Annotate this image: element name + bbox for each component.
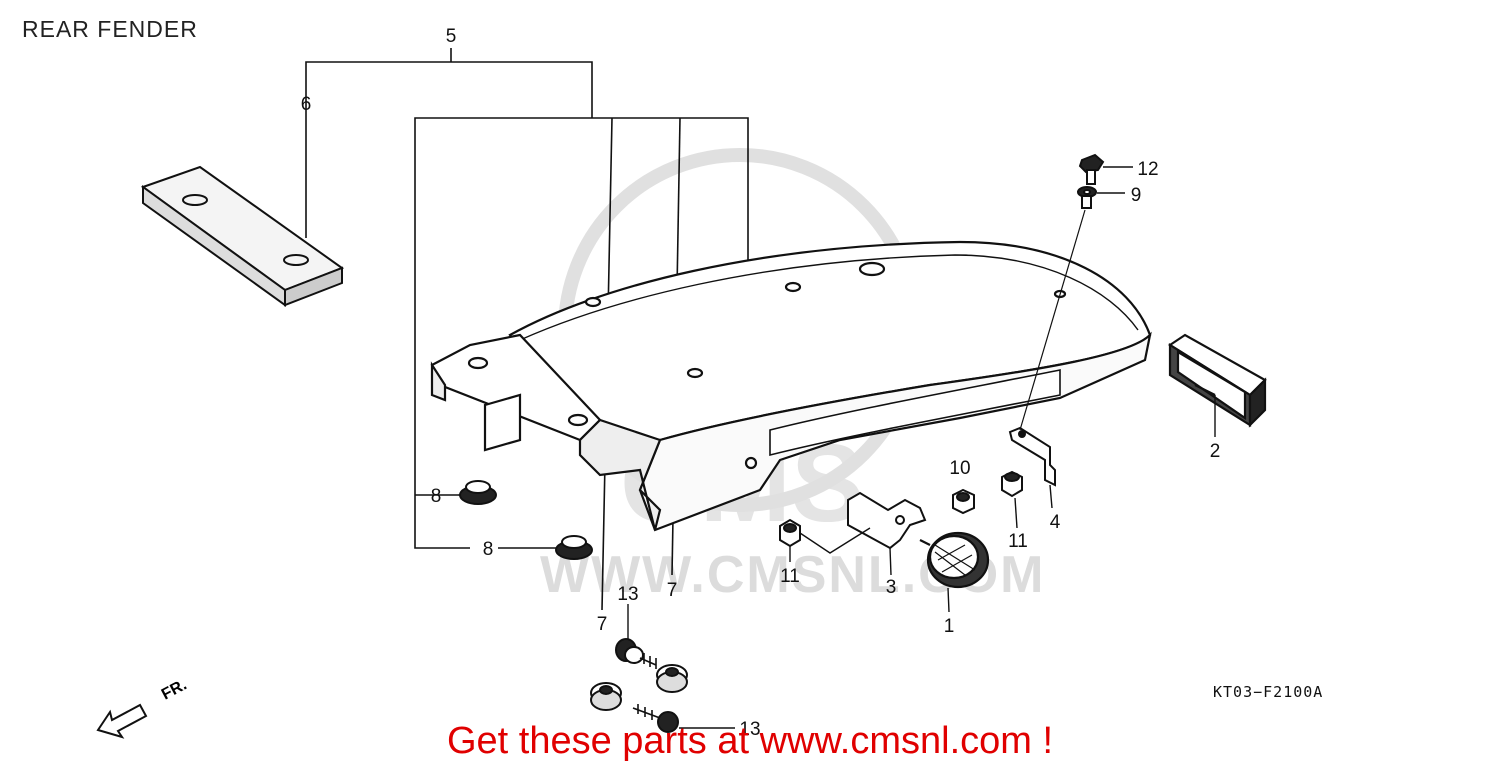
- callout-11-right: 11: [1008, 531, 1028, 552]
- callout-6: 6: [301, 94, 312, 115]
- callout-13-upper: 13: [617, 584, 638, 605]
- callout-11-left: 11: [780, 566, 800, 587]
- callout-4: 4: [1050, 512, 1061, 533]
- callout-2: 2: [1210, 441, 1221, 462]
- callout-9: 9: [1131, 185, 1142, 206]
- callout-5: 5: [446, 26, 457, 47]
- leader-11a: [799, 527, 871, 554]
- part-11-nut-left[interactable]: [779, 518, 801, 548]
- leader-11b: [1014, 497, 1018, 529]
- callout-1: 1: [944, 616, 955, 637]
- part-4-bracket[interactable]: [1008, 426, 1056, 509]
- front-direction-arrow: [96, 703, 148, 739]
- callout-8-upper: 8: [431, 486, 442, 507]
- part-3-bracket[interactable]: [847, 491, 927, 576]
- diagram-code: KT03−F2100A: [1213, 683, 1324, 701]
- callout-7-right: 7: [667, 580, 678, 601]
- callout-7-left: 7: [597, 614, 608, 635]
- callout-8-lower: 8: [483, 539, 494, 560]
- callout-13-lower: 13: [739, 719, 760, 740]
- part-8-grommet-lower[interactable]: [555, 535, 593, 560]
- part-7-washer-right[interactable]: [656, 664, 688, 693]
- part-13-bolt-upper[interactable]: [615, 638, 657, 669]
- callout-3: 3: [886, 577, 897, 598]
- part-12-bolt[interactable]: [1078, 153, 1105, 185]
- callout-12: 12: [1137, 159, 1158, 180]
- part-11-nut-right[interactable]: [1001, 470, 1023, 498]
- part-13-bolt-lower[interactable]: [632, 704, 679, 733]
- part-9-washer[interactable]: [1077, 186, 1097, 209]
- leader-12-9-to-4: [1019, 209, 1086, 431]
- part-10-nut[interactable]: [952, 488, 975, 515]
- part-2-reflector[interactable]: [1167, 333, 1267, 437]
- part-7-washer-left[interactable]: [590, 682, 622, 711]
- promo-link[interactable]: Get these parts at www.cmsnl.com !: [446, 720, 1054, 762]
- part-6-pad[interactable]: [140, 165, 345, 307]
- diagram-title: REAR FENDER: [22, 16, 198, 42]
- callout-10: 10: [949, 458, 970, 479]
- part-1-round-reflector[interactable]: [919, 531, 990, 613]
- part-8-grommet-upper[interactable]: [459, 480, 497, 505]
- front-direction-label: FR.: [159, 676, 190, 703]
- part-5-rear-fender[interactable]: [430, 240, 1152, 532]
